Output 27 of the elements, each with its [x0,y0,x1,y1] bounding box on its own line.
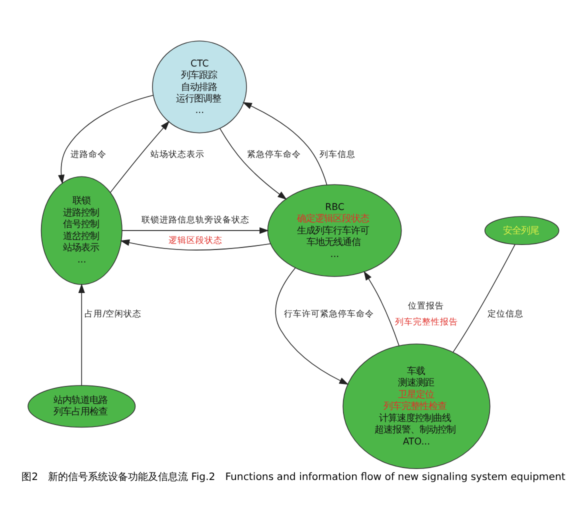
arrow [110,120,170,193]
node-circle: CTC 列车跟踪 自动排路 运行图调整 ... [152,40,247,134]
arrow [364,270,400,346]
arrow [120,239,271,250]
node-ellipse: 车载 测速测距 卫星定位 列车完整性检查 计算速度控制曲线 超速报警、制动控制 ATO... [342,344,490,470]
node-ellipse: RBC 确定逻辑区段状态 生成列车行车许可 车地无线通信 ... [267,184,402,277]
node-ellipse: 安全列尾 [484,216,560,245]
arrow [122,227,269,234]
node-ellipse: 站内轨道电路 列车占用检查 [28,385,136,428]
edge-label: 紧急停车命令 [247,150,302,160]
connector [452,244,516,353]
edge-label: 占用/空闲状态 [84,309,142,320]
edge-label: 行车许可紧急停车命令 [284,309,374,320]
edge-label: 站场状态表示 [150,150,204,160]
edge-label: 逻辑区段状态 [168,236,222,246]
edge-label: 联锁进路信息轨旁设备状态 [142,216,250,226]
node-ellipse: 联锁 进路控制 信号控制 道岔控制 站场表示 ... [40,176,122,285]
edge-label: 进路命令 [70,150,107,160]
caption: 图2 新的信号系统设备功能及信息流 Fig.2 Functions and information flow of new signaling system equipment [22,472,566,483]
edge-label: 定位信息 [488,309,524,320]
edge-label: 位置报告列车完整性报告 [395,302,458,328]
edge-label: 列车信息 [320,150,356,160]
arrow [78,284,85,386]
arrow [242,102,328,186]
arrow [275,267,349,385]
arrow [58,94,154,184]
arrow [219,128,287,200]
